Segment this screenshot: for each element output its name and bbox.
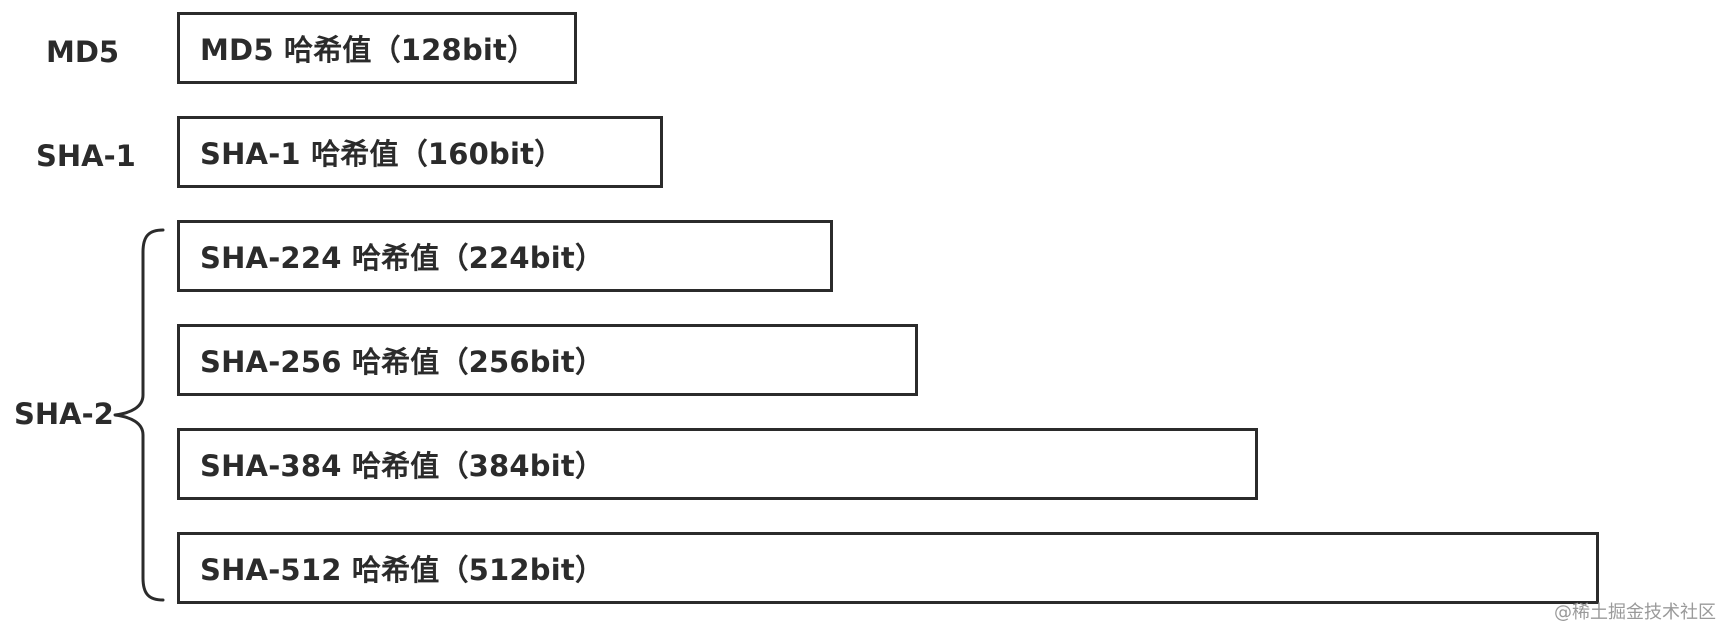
hash-box-md5: MD5 哈希值（128bit） bbox=[177, 12, 577, 84]
sha2-side-label: SHA-2 bbox=[14, 397, 114, 431]
sha1-side-label: SHA-1 bbox=[36, 139, 136, 173]
hash-box-label: SHA-256 哈希值（256bit） bbox=[200, 345, 605, 379]
hash-box-label: SHA-224 哈希值（224bit） bbox=[200, 241, 605, 275]
hash-box-label: MD5 哈希值（128bit） bbox=[200, 33, 537, 67]
curly-brace-shape bbox=[113, 228, 165, 602]
hash-box-label: SHA-512 哈希值（512bit） bbox=[200, 553, 605, 587]
hash-box-sha384: SHA-384 哈希值（384bit） bbox=[177, 428, 1258, 500]
hash-box-label: SHA-1 哈希值（160bit） bbox=[200, 137, 564, 171]
hash-box-sha256: SHA-256 哈希值（256bit） bbox=[177, 324, 918, 396]
hash-box-sha224: SHA-224 哈希值（224bit） bbox=[177, 220, 833, 292]
md5-side-label: MD5 bbox=[46, 35, 120, 69]
hash-box-label: SHA-384 哈希值（384bit） bbox=[200, 449, 605, 483]
watermark-text: @稀土掘金技术社区 bbox=[1554, 602, 1716, 623]
hash-box-sha512: SHA-512 哈希值（512bit） bbox=[177, 532, 1599, 604]
hash-box-sha1: SHA-1 哈希值（160bit） bbox=[177, 116, 663, 188]
